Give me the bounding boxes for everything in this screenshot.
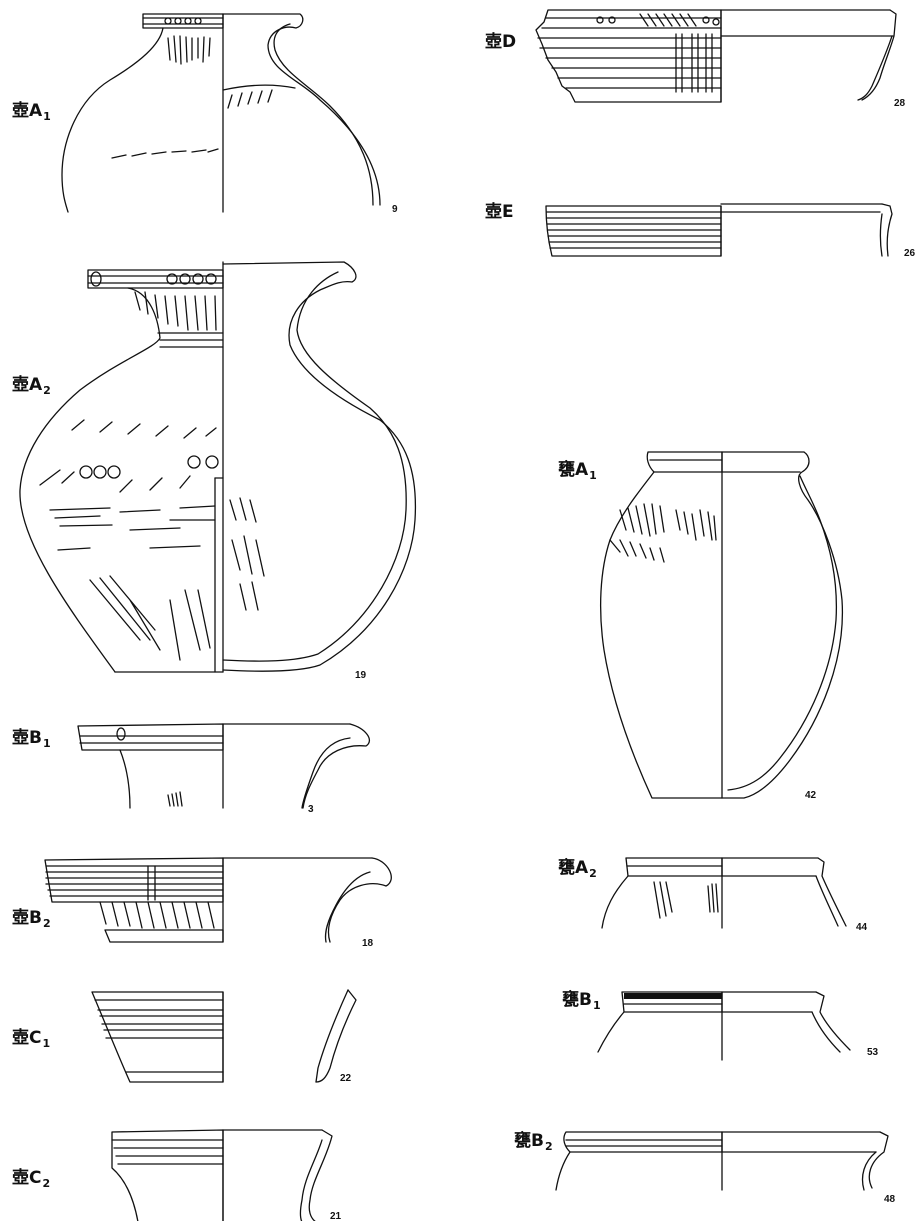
figure-number-ka2: 44 [856, 922, 868, 933]
type-label-a2: 壺A2 [12, 375, 51, 397]
type-label-b1: 壺B1 [12, 728, 51, 750]
vessel-a1-drawing: 9 [62, 14, 398, 215]
figure-number-kb2: 48 [884, 1194, 896, 1205]
type-label-ka2: 甕A2 [558, 858, 597, 880]
type-label-kb1: 甕B1 [562, 990, 601, 1012]
type-label-d: 壺D [485, 32, 517, 52]
figure-number-b2: 18 [362, 938, 374, 949]
type-label-c2: 壺C2 [12, 1168, 51, 1190]
figure-number-ka1: 42 [805, 790, 817, 801]
type-label-kb2: 甕B2 [514, 1131, 553, 1153]
type-label-ka1: 甕A1 [558, 460, 597, 482]
vessel-b1-drawing: 3 [78, 724, 369, 815]
figure-number-e: 26 [904, 248, 916, 259]
vessel-c2-drawing: 21 [112, 1130, 342, 1221]
figure-number-c1: 22 [340, 1073, 352, 1084]
figure-number-a1: 9 [392, 204, 398, 215]
figure-number-kb1: 53 [867, 1047, 879, 1058]
vessel-b2-drawing: 18 [45, 858, 391, 949]
figure-number-a2: 19 [355, 670, 367, 681]
vessel-e-drawing: 26 [546, 204, 916, 259]
vessel-ka1-drawing: 42 [601, 452, 843, 801]
vessel-c1-drawing: 22 [92, 990, 356, 1084]
type-label-a1: 壺A1 [12, 101, 51, 123]
type-label-b2: 壺B2 [12, 908, 51, 930]
figure-number-d: 28 [894, 98, 906, 109]
vessel-ka2-drawing: 44 [602, 858, 868, 933]
type-label-e: 壺E [485, 202, 514, 222]
type-label-c1: 壺C1 [12, 1028, 51, 1050]
vessel-kb1-drawing: 53 [598, 992, 879, 1060]
figure-number-c2: 21 [330, 1211, 342, 1221]
vessel-d-drawing: 28 [536, 10, 906, 109]
vessel-a2-drawing: 19 [20, 262, 415, 681]
figure-number-b1: 3 [308, 804, 314, 815]
vessel-kb2-drawing: 48 [556, 1132, 896, 1205]
